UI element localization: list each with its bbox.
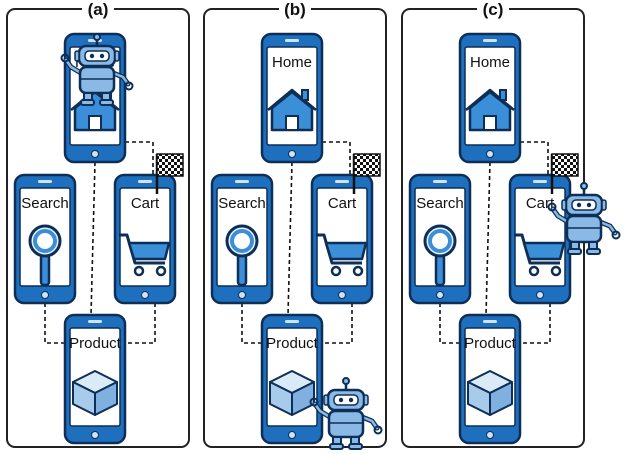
- magnifier-icon: [423, 224, 457, 287]
- search-screen-phone: Search: [408, 173, 472, 305]
- search-screen-label: Search: [416, 195, 464, 212]
- edge-home-product: [485, 161, 491, 316]
- cart-screen-phone: Cart: [113, 173, 177, 305]
- shopping-cart-icon: [316, 233, 368, 277]
- panel-title: (a): [88, 0, 109, 19]
- robot-icon: [60, 33, 134, 106]
- product-screen-label: Product: [69, 335, 122, 352]
- cube-icon: [269, 370, 315, 416]
- search-screen-label: Search: [21, 195, 69, 212]
- edge-cart-product: [322, 303, 353, 344]
- edge-home-cart: [125, 141, 154, 175]
- edge-home-product: [287, 161, 293, 316]
- edge-cart-product: [520, 303, 551, 344]
- panel-title: (b): [284, 0, 306, 19]
- edge-home-cart: [520, 141, 549, 175]
- shopping-cart-icon: [514, 233, 566, 277]
- product-screen-label: Product: [266, 335, 319, 352]
- cube-icon: [72, 370, 118, 416]
- edge-home-product: [90, 161, 96, 316]
- checkered-flag-icon: [550, 153, 579, 194]
- checkered-flag-icon: [352, 153, 381, 194]
- home-screen-phone: Home: [458, 32, 522, 164]
- edge-cart-product: [125, 303, 156, 344]
- checkered-flag-icon: [155, 153, 184, 194]
- home-screen-phone: Home: [260, 32, 324, 164]
- shopping-cart-icon: [119, 233, 171, 277]
- panel-title: (c): [483, 0, 504, 19]
- product-screen-phone: Product: [260, 313, 324, 445]
- cart-screen-phone: Cart: [310, 173, 374, 305]
- robot-icon: [309, 377, 383, 450]
- cart-screen-label: Cart: [328, 195, 357, 212]
- house-icon: [267, 88, 317, 132]
- search-screen-label: Search: [218, 195, 266, 212]
- home-screen-label: Home: [470, 54, 510, 71]
- search-screen-phone: Search: [210, 173, 274, 305]
- magnifier-icon: [28, 224, 62, 287]
- product-screen-phone: Product: [63, 313, 127, 445]
- product-screen-phone: Product: [458, 313, 522, 445]
- robot-icon: [547, 182, 621, 255]
- search-screen-phone: Search: [13, 173, 77, 305]
- home-screen-label: Home: [272, 54, 312, 71]
- edge-home-cart: [322, 141, 351, 175]
- product-screen-label: Product: [464, 335, 517, 352]
- cart-screen-phone: Cart: [508, 173, 572, 305]
- magnifier-icon: [225, 224, 259, 287]
- cube-icon: [467, 370, 513, 416]
- house-icon: [465, 88, 515, 132]
- cart-screen-label: Cart: [131, 195, 160, 212]
